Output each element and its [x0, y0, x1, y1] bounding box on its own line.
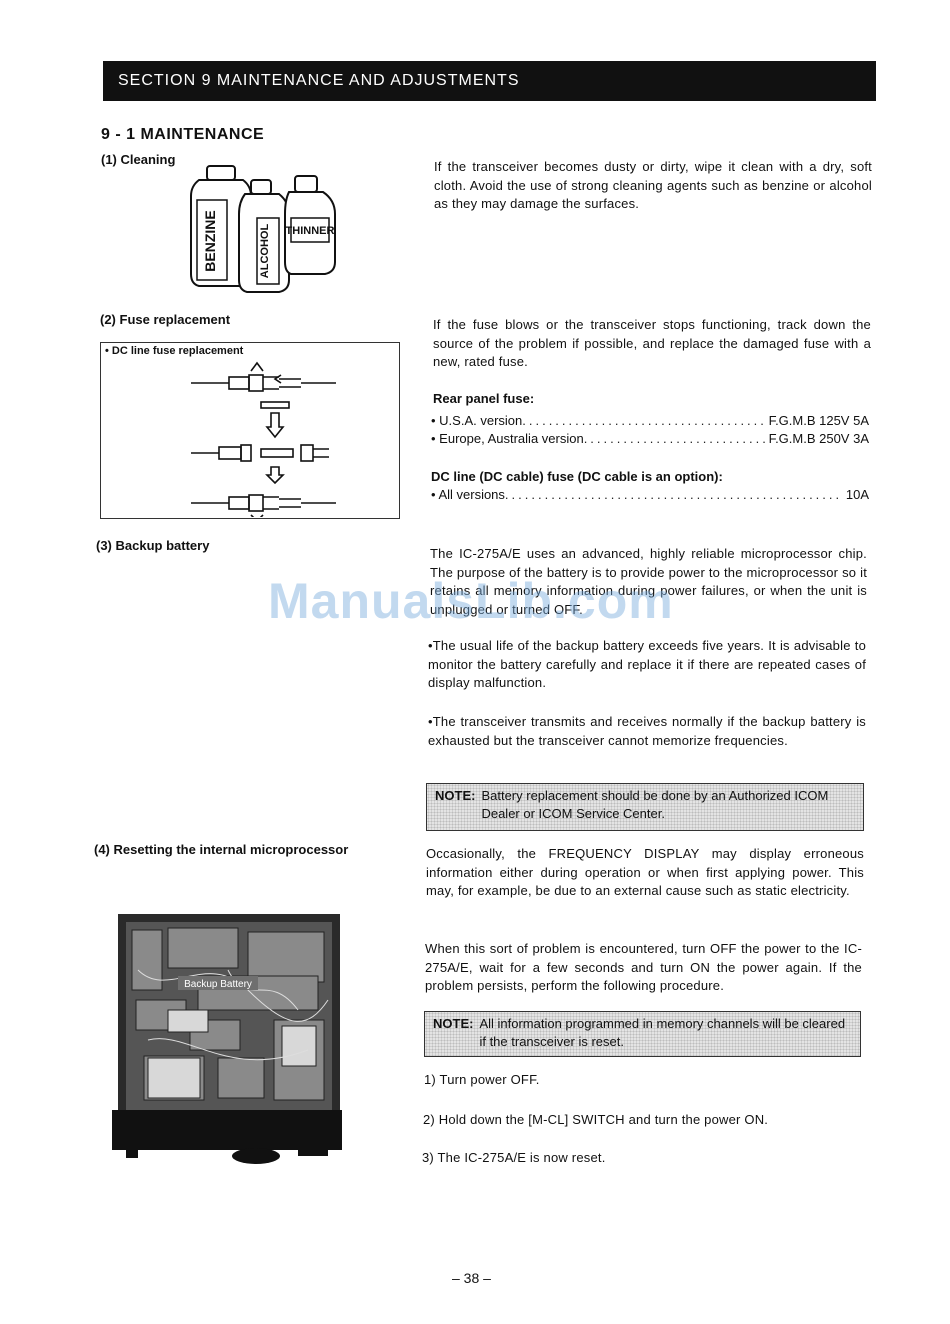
- battery-exhausted-bullet: •The transceiver transmits and receives …: [428, 714, 866, 748]
- thinner-bottle: [284, 175, 336, 275]
- dot-leader: ........................................…: [583, 431, 765, 446]
- benzine-label: BENZINE: [202, 210, 218, 271]
- page-number: – 38 –: [452, 1270, 491, 1286]
- reset-text-2: When this sort of problem is encountered…: [425, 941, 862, 993]
- section-title: SECTION 9 MAINTENANCE AND ADJUSTMENTS: [118, 72, 520, 89]
- rear-fuse-europe-label: • Europe, Australia version: [431, 431, 584, 446]
- section-header: SECTION 9 MAINTENANCE AND ADJUSTMENTS: [103, 61, 876, 101]
- rear-fuse-row-europe: • Europe, Australia version ............…: [431, 431, 869, 446]
- cleaning-heading: (1) Cleaning: [101, 152, 176, 167]
- rear-panel-fuse-title: Rear panel fuse:: [433, 391, 535, 406]
- dc-fuse-diagram: • DC line fuse replacement: [100, 342, 400, 519]
- dc-fuse-all-label: • All versions: [431, 487, 505, 502]
- battery-heading: (3) Backup battery: [96, 538, 210, 553]
- alcohol-label: ALCOHOL: [259, 224, 271, 279]
- dot-leader: ........................................…: [522, 413, 764, 428]
- reset-step-2: 2) Hold down the [M-CL] SWITCH and turn …: [423, 1112, 769, 1127]
- cleaning-bottles-illustration: BENZINE ALCOHOL THINNER: [190, 165, 336, 293]
- fuse-holder-drawing: [191, 361, 336, 517]
- battery-note-text: Battery replacement should be done by an…: [481, 788, 829, 821]
- reset-note-text: All information programmed in memory cha…: [479, 1016, 846, 1049]
- thinner-label: THINNER: [286, 225, 335, 237]
- fuse-text: If the fuse blows or the transceiver sto…: [433, 317, 871, 369]
- maintenance-title: 9 - 1 MAINTENANCE: [101, 126, 265, 143]
- reset-heading: (4) Resetting the internal microprocesso…: [94, 842, 349, 857]
- transceiver-internal-photo: Backup Battery: [112, 914, 342, 1164]
- cleaning-text: If the transceiver becomes dusty or dirt…: [434, 159, 872, 211]
- fuse-heading: (2) Fuse replacement: [100, 312, 231, 327]
- rear-fuse-usa-value: F.G.M.B 125V 5A: [768, 413, 869, 428]
- battery-text: The IC-275A/E uses an advanced, highly r…: [430, 546, 867, 617]
- alcohol-bottle: [238, 179, 290, 293]
- reset-step-1: 1) Turn power OFF.: [424, 1072, 540, 1087]
- reset-text-1: Occasionally, the FREQUENCY DISPLAY may …: [426, 846, 864, 898]
- dc-line-fuse-title: DC line (DC cable) fuse (DC cable is an …: [431, 469, 723, 484]
- battery-note-label: NOTE:: [435, 788, 476, 803]
- battery-note: NOTE: Battery replacement should be done…: [426, 783, 864, 831]
- rear-fuse-row-usa: • U.S.A. version .......................…: [431, 413, 869, 428]
- backup-battery-photo-label: Backup Battery: [184, 979, 252, 990]
- watermark: ManualsLib.com: [268, 573, 674, 629]
- rear-fuse-europe-value: F.G.M.B 250V 3A: [768, 431, 869, 446]
- reset-step-3: 3) The IC-275A/E is now reset.: [422, 1150, 606, 1165]
- dc-fuse-row-all: • All versions .........................…: [431, 487, 869, 502]
- reset-note: NOTE: All information programmed in memo…: [424, 1011, 861, 1057]
- reset-note-label: NOTE:: [433, 1016, 474, 1031]
- battery-life-bullet: •The usual life of the backup battery ex…: [428, 638, 866, 690]
- dc-fuse-all-value: 10A: [845, 487, 869, 502]
- dot-leader: ........................................…: [504, 487, 842, 502]
- rear-fuse-usa-label: • U.S.A. version: [431, 413, 523, 428]
- dc-fuse-diagram-title: • DC line fuse replacement: [105, 345, 244, 357]
